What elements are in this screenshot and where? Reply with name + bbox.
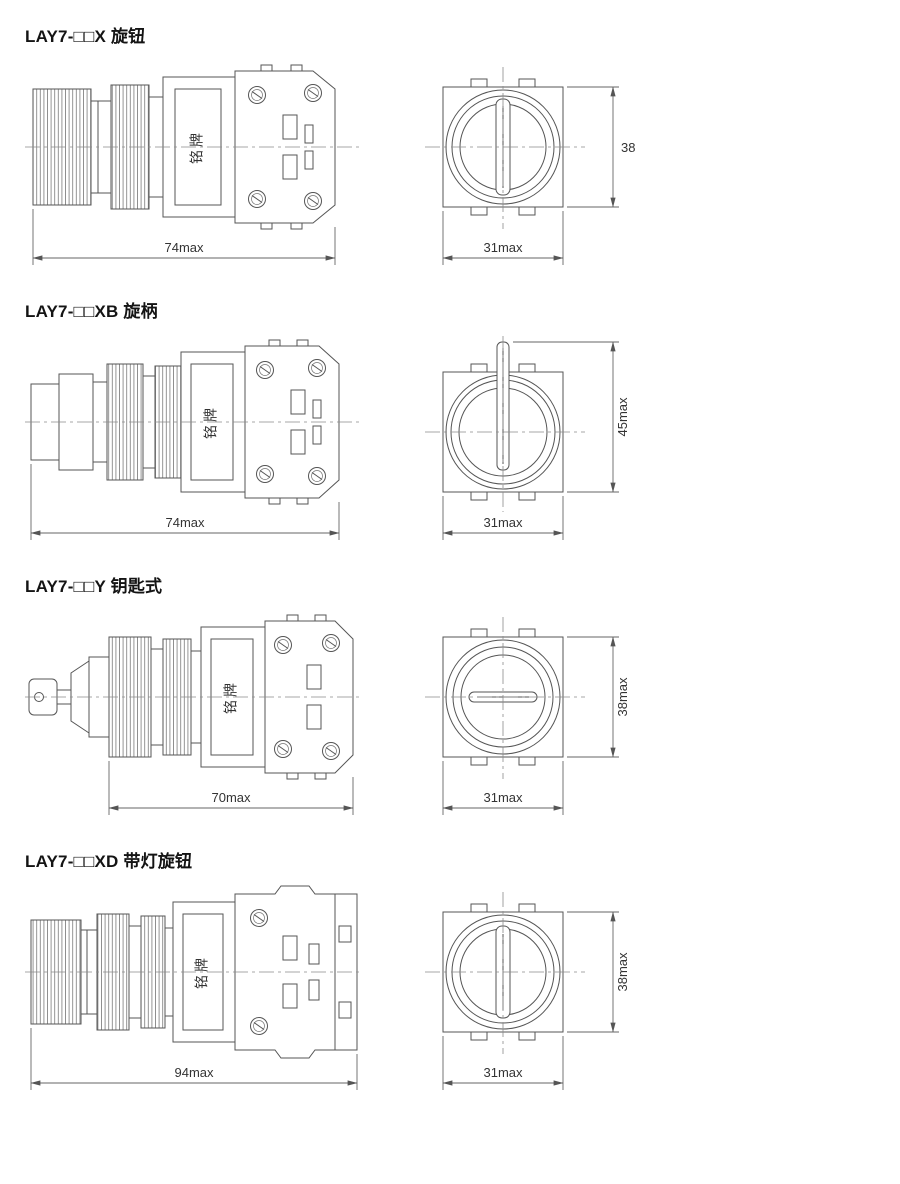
dimension-label: 70max (211, 790, 251, 805)
screw-icon (248, 190, 266, 208)
nameplate-label: 铭牌 (189, 130, 205, 164)
front-view-lay7-x: 38 31max (425, 67, 635, 265)
screw-icon (274, 740, 292, 758)
screw-icon (308, 467, 326, 485)
screw-icon (304, 84, 322, 102)
width-dimension: 74max (32, 209, 336, 265)
width-dimension: 31max (442, 1036, 564, 1090)
height-dimension: 38 (567, 86, 635, 208)
screw-icon (308, 359, 326, 377)
height-dimension: 45max (513, 341, 630, 493)
front-view-lay7-xd: 38max 31max (425, 892, 630, 1090)
dimension-label: 74max (165, 515, 205, 530)
mounting-rings (90, 84, 164, 210)
width-dimension: 31max (442, 211, 564, 265)
width-dimension: 31max (442, 496, 564, 540)
drawing-row: 铭牌 (25, 884, 900, 1104)
section-title: LAY7-□□XD 带灯旋钮 (25, 852, 193, 871)
section-lay7-xb: LAY7-□□XB 旋柄 铭牌 (25, 297, 900, 554)
dimension-label: 38max (615, 952, 630, 992)
width-dimension: 70max (108, 761, 354, 815)
screw-icon (250, 909, 268, 927)
drawing-row: 铭牌 (25, 609, 900, 829)
dimension-label: 38max (615, 677, 630, 717)
body-with-nameplate: 铭牌 (162, 76, 236, 218)
side-view-lay7-xd: 铭牌 (25, 885, 361, 1090)
nameplate-label: 铭牌 (223, 680, 239, 714)
screw-icon (250, 1017, 268, 1035)
section-lay7-x: LAY7-□□X 旋钮 铭牌 (25, 22, 900, 279)
screw-icon (322, 742, 340, 760)
terminal-block (264, 614, 354, 780)
section-title: LAY7-□□XB 旋柄 (25, 302, 158, 321)
dimension-label: 38 (621, 140, 635, 155)
screw-icon (274, 636, 292, 654)
width-dimension: 94max (30, 1028, 358, 1090)
width-dimension: 31max (442, 761, 564, 815)
height-dimension: 38max (567, 911, 630, 1033)
dimension-label: 45max (615, 397, 630, 437)
dimension-label: 31max (483, 790, 523, 805)
section-title: LAY7-□□X 旋钮 (25, 27, 146, 46)
screw-icon (248, 86, 266, 104)
dimension-label: 31max (483, 515, 523, 530)
drawing-row: 铭牌 (25, 59, 900, 279)
lever-handle (30, 373, 108, 471)
section-lay7-xd: LAY7-□□XD 带灯旋钮 铭牌 (25, 847, 900, 1104)
dimension-label: 31max (483, 1065, 523, 1080)
section-lay7-y: LAY7-□□Y 钥匙式 (25, 572, 900, 829)
dimension-label: 74max (164, 240, 204, 255)
section-title: LAY7-□□Y 钥匙式 (25, 577, 163, 596)
side-view-lay7-xb: 铭牌 (25, 339, 359, 540)
side-view-lay7-y: 铭牌 (25, 614, 359, 815)
screw-icon (304, 192, 322, 210)
screw-icon (322, 634, 340, 652)
dimension-label: 94max (174, 1065, 214, 1080)
front-view-lay7-y: 38max 31max (425, 617, 630, 815)
side-view-lay7-x: 铭牌 (25, 64, 359, 265)
height-dimension: 38max (567, 636, 630, 758)
drawing-row: 铭牌 (25, 334, 900, 554)
screw-icon (256, 465, 274, 483)
front-view-lay7-xb: 45max 31max (425, 336, 630, 540)
dimension-label: 31max (483, 240, 523, 255)
width-dimension: 74max (30, 464, 340, 540)
screw-icon (256, 361, 274, 379)
page: LAY7-□□X 旋钮 铭牌 (25, 22, 900, 1104)
